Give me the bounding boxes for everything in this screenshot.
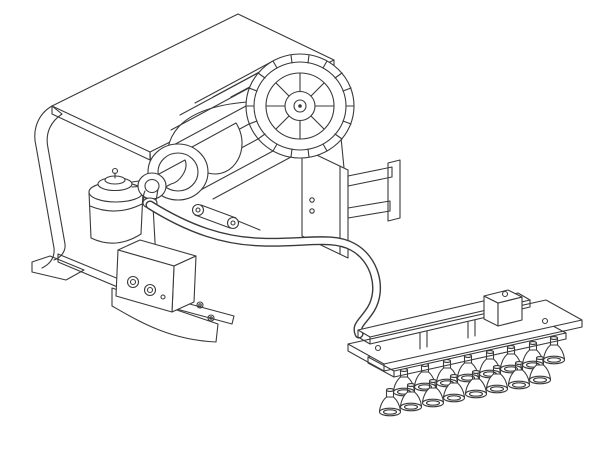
control-knob [143,283,157,297]
base-screw [196,301,204,309]
canister-valve [111,167,119,175]
stand-inner [46,113,66,261]
indicator-light [160,294,166,300]
link-rod [194,204,237,229]
control-knob [126,275,140,289]
gripper-main-plate [347,299,583,372]
suction-cup [413,363,437,392]
bracket-plate [301,147,349,259]
bracket-arm-upper [347,166,393,187]
link-pin [195,207,201,213]
hose-core [146,201,380,338]
face-fin-ring [245,54,355,158]
control-knob-center [146,286,154,294]
canister-bottom [90,233,142,244]
canister-band [89,203,143,212]
pump-snout-cap [137,172,167,200]
face-spokes [265,72,335,140]
left-stand-bracket [31,105,85,281]
pump-snout-cap-inner [144,178,160,194]
bracket-hole [309,197,315,203]
pump-linkage [191,203,261,231]
stand-outer [34,105,55,269]
valve-block [483,289,523,327]
bracket-end-plate [387,159,401,222]
lower-plate-thickness [367,332,567,378]
stand-rim [51,105,63,115]
link-eye [226,216,240,230]
control-knob-center [129,278,137,286]
motor-shaft-center [298,104,302,108]
stand-foot [31,255,85,281]
plate-bolt [374,344,382,352]
drawing-root [31,13,583,417]
base-screw-center [209,316,213,320]
bracket-arm-lower [347,200,391,219]
finned-electric-motor [137,53,355,209]
box-front-face [115,249,175,313]
base-screw-center [198,303,202,307]
main-plate-thickness [347,319,583,372]
control-box [115,239,197,313]
link-pin [230,220,236,226]
filter-canister [88,167,147,244]
base-screw [207,314,215,322]
rail-supports [419,319,476,350]
pump-housing-cap-inner [157,152,199,192]
rail-thickness [357,299,531,345]
motor-shaft [293,99,307,113]
canister-sides [88,191,144,239]
suction-gripper [347,289,583,417]
block-port [501,290,509,298]
bracket-hole [309,208,315,214]
suction-cup [542,336,566,365]
vacuum-hose [145,200,382,339]
link-arm [237,220,261,231]
block-top [483,289,523,304]
link-eye [191,203,205,217]
plate-bolt [541,317,549,325]
